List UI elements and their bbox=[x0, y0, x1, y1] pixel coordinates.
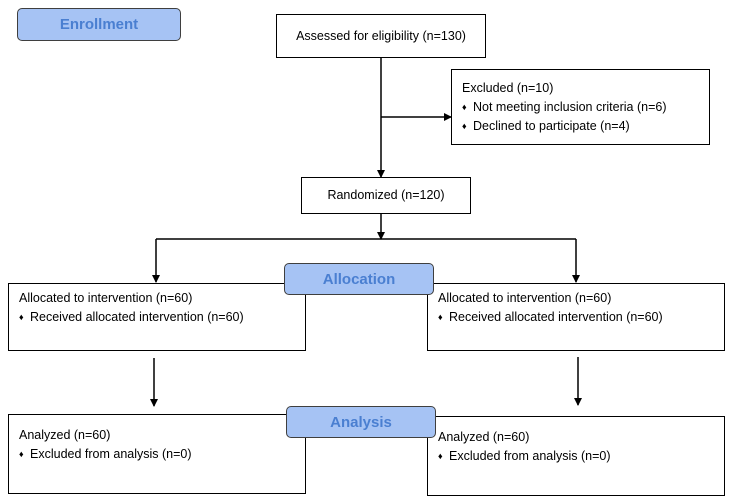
bullet-icon: ♦ bbox=[19, 312, 24, 322]
excluded-item-text: Declined to participate (n=4) bbox=[473, 119, 630, 133]
stage-allocation: Allocation bbox=[284, 263, 434, 295]
bullet-icon: ♦ bbox=[438, 451, 443, 461]
excluded-item: ♦ Not meeting inclusion criteria (n=6) bbox=[462, 98, 699, 117]
stage-enrollment: Enrollment bbox=[17, 8, 181, 41]
analysis-right-title: Analyzed (n=60) bbox=[438, 430, 530, 444]
randomized-box: Randomized (n=120) bbox=[301, 177, 471, 214]
bullet-icon: ♦ bbox=[462, 121, 467, 131]
allocation-left-item: ♦ Received allocated intervention (n=60) bbox=[19, 308, 295, 327]
allocation-right-item: ♦ Received allocated intervention (n=60) bbox=[438, 308, 714, 327]
analysis-left-item: ♦ Excluded from analysis (n=0) bbox=[19, 445, 295, 464]
excluded-title: Excluded (n=10) bbox=[462, 81, 554, 95]
assessed-text: Assessed for eligibility (n=130) bbox=[296, 28, 466, 43]
analysis-left-item-text: Excluded from analysis (n=0) bbox=[30, 447, 192, 461]
allocation-right-title: Allocated to intervention (n=60) bbox=[438, 291, 612, 305]
assessed-box: Assessed for eligibility (n=130) bbox=[276, 14, 486, 58]
stage-analysis: Analysis bbox=[286, 406, 436, 438]
bullet-icon: ♦ bbox=[462, 102, 467, 112]
bullet-icon: ♦ bbox=[19, 449, 24, 459]
allocation-left-item-text: Received allocated intervention (n=60) bbox=[30, 310, 244, 324]
analysis-left-title: Analyzed (n=60) bbox=[19, 428, 111, 442]
allocation-left-box: Allocated to intervention (n=60) ♦ Receiv… bbox=[8, 283, 306, 351]
allocation-left-title: Allocated to intervention (n=60) bbox=[19, 291, 193, 305]
bullet-icon: ♦ bbox=[438, 312, 443, 322]
stage-analysis-label: Analysis bbox=[330, 413, 392, 431]
analysis-right-item: ♦ Excluded from analysis (n=0) bbox=[438, 447, 714, 466]
analysis-right-box: Analyzed (n=60) ♦ Excluded from analysis … bbox=[427, 416, 725, 496]
excluded-item-text: Not meeting inclusion criteria (n=6) bbox=[473, 100, 667, 114]
analysis-right-item-text: Excluded from analysis (n=0) bbox=[449, 449, 611, 463]
allocation-right-box: Allocated to intervention (n=60) ♦ Receiv… bbox=[427, 283, 725, 351]
excluded-box: Excluded (n=10) ♦ Not meeting inclusion c… bbox=[451, 69, 710, 145]
randomized-text: Randomized (n=120) bbox=[327, 188, 445, 202]
analysis-left-box: Analyzed (n=60) ♦ Excluded from analysis … bbox=[8, 414, 306, 494]
stage-enrollment-label: Enrollment bbox=[59, 16, 139, 33]
stage-allocation-label: Allocation bbox=[322, 270, 396, 288]
excluded-item: ♦ Declined to participate (n=4) bbox=[462, 117, 699, 136]
allocation-right-item-text: Received allocated intervention (n=60) bbox=[449, 310, 663, 324]
